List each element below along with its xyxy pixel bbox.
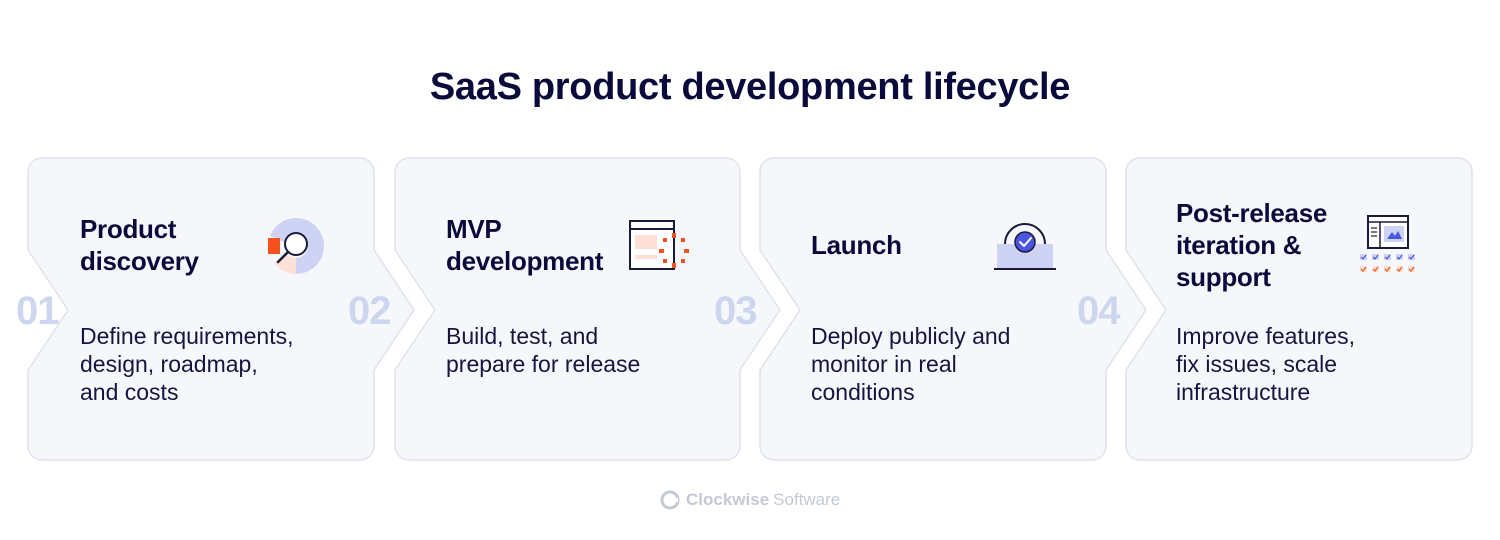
step-title-3: Launch <box>811 229 902 261</box>
step-desc-line: Deploy publicly and <box>811 323 1011 349</box>
step-number-3: 03 <box>714 289 757 333</box>
step-desc-line: infrastructure <box>1176 379 1311 405</box>
step-desc-line: Define requirements, <box>80 323 294 349</box>
browser-window-gear-icon <box>629 220 689 270</box>
step-title-line: Launch <box>811 230 902 260</box>
step-title-line: development <box>446 246 604 276</box>
magnifier-donut-icon <box>268 218 324 274</box>
step-desc-line: fix issues, scale <box>1176 351 1338 377</box>
step-desc-2: Build, test, and prepare for release <box>446 322 686 378</box>
step-desc-line: monitor in real <box>811 351 957 377</box>
step-desc-line: Build, test, and <box>446 323 599 349</box>
step-title-4: Post-release iteration & support <box>1176 197 1327 293</box>
step-title-1: Product discovery <box>80 213 199 277</box>
step-desc-4: Improve features, fix issues, scale infr… <box>1176 322 1416 406</box>
dashboard-checklist-icon <box>1360 215 1415 272</box>
step-card-2 <box>394 157 781 461</box>
step-desc-line: design, roadmap, <box>80 351 258 377</box>
step-desc-line: Improve features, <box>1176 323 1355 349</box>
step-desc-3: Deploy publicly and monitor in real cond… <box>811 322 1051 406</box>
step-title-line: discovery <box>80 246 199 276</box>
page-title: SaaS product development lifecycle <box>429 66 1071 108</box>
step-title-line: MVP <box>446 214 502 244</box>
step-desc-1: Define requirements, design, roadmap, an… <box>80 322 320 406</box>
brand-footer: Clockwise Software <box>660 488 840 512</box>
step-desc-line: prepare for release <box>446 351 641 377</box>
step-number-2: 02 <box>348 289 391 333</box>
step-desc-line: and costs <box>80 379 179 405</box>
step-title-line: Post-release <box>1176 198 1328 228</box>
laptop-checkmark-icon <box>994 223 1056 270</box>
brand-suffix: Software <box>773 490 841 509</box>
step-title-2: MVP development <box>446 213 603 277</box>
step-title-line: Product <box>80 214 177 244</box>
step-number-4: 04 <box>1077 289 1120 333</box>
brand-name: Clockwise <box>686 490 770 509</box>
step-number-1: 01 <box>16 289 59 333</box>
clockwise-logo-icon <box>660 490 680 510</box>
step-card-3 <box>759 157 1147 461</box>
step-title-line: iteration & <box>1176 230 1302 260</box>
step-title-line: support <box>1176 262 1271 292</box>
step-desc-line: conditions <box>811 379 915 405</box>
